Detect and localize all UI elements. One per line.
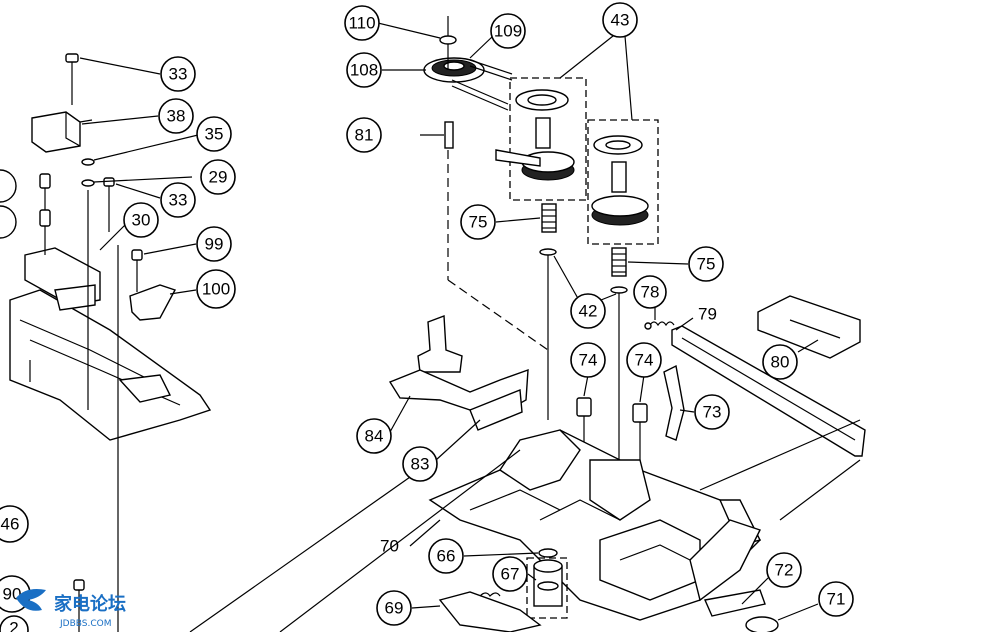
svg-text:30: 30 bbox=[132, 211, 151, 230]
svg-text:73: 73 bbox=[703, 403, 722, 422]
svg-text:84: 84 bbox=[365, 427, 384, 446]
callout-109: 109 bbox=[490, 13, 526, 49]
callout-66: 66 bbox=[428, 538, 464, 574]
svg-text:72: 72 bbox=[775, 561, 794, 580]
edge-callout-bottom bbox=[0, 205, 17, 239]
svg-text:75: 75 bbox=[469, 213, 488, 232]
svg-text:81: 81 bbox=[355, 126, 374, 145]
site-watermark: 家电论坛 JDBBS.COM bbox=[16, 589, 126, 629]
callout-83: 83 bbox=[402, 446, 438, 482]
callout-67: 67 bbox=[492, 556, 528, 592]
svg-text:110: 110 bbox=[348, 14, 375, 33]
label-79: 79 bbox=[698, 305, 717, 324]
callout-38: 38 bbox=[158, 98, 194, 134]
callout-33-top: 33 bbox=[160, 56, 196, 92]
callout-35: 35 bbox=[196, 116, 232, 152]
callout-69: 69 bbox=[376, 590, 412, 626]
callout-108: 108 bbox=[346, 52, 382, 88]
svg-text:71: 71 bbox=[827, 590, 846, 609]
callout-78: 78 bbox=[633, 275, 667, 309]
svg-text:35: 35 bbox=[205, 125, 224, 144]
callout-43: 43 bbox=[602, 2, 638, 38]
main-chassis bbox=[189, 315, 861, 632]
svg-text:83: 83 bbox=[411, 455, 430, 474]
svg-text:67: 67 bbox=[501, 565, 520, 584]
callout-74-right: 74 bbox=[626, 342, 662, 378]
svg-text:108: 108 bbox=[350, 61, 378, 80]
left-assembly bbox=[9, 53, 212, 632]
callout-42: 42 bbox=[570, 293, 606, 329]
callout-84: 84 bbox=[356, 418, 392, 454]
callout-80: 80 bbox=[762, 344, 798, 380]
callout-110: 110 bbox=[344, 5, 380, 41]
callout-29: 29 bbox=[200, 159, 236, 195]
watermark-brand: 家电论坛 bbox=[54, 593, 126, 615]
reel-assembly bbox=[377, 16, 689, 470]
callout-46: 46 bbox=[0, 505, 29, 543]
svg-text:78: 78 bbox=[641, 283, 660, 302]
svg-text:42: 42 bbox=[579, 302, 598, 321]
svg-text:74: 74 bbox=[579, 351, 598, 370]
svg-text:43: 43 bbox=[611, 11, 630, 30]
svg-text:33: 33 bbox=[169, 191, 188, 210]
svg-text:75: 75 bbox=[697, 255, 716, 274]
svg-text:38: 38 bbox=[167, 107, 186, 126]
svg-text:33: 33 bbox=[169, 65, 188, 84]
callout-75-right: 75 bbox=[688, 246, 724, 282]
callout-75-left: 75 bbox=[460, 204, 496, 240]
spring-75-right bbox=[611, 247, 627, 277]
callout-100: 100 bbox=[196, 269, 236, 309]
callout-2: 2 bbox=[0, 615, 29, 632]
svg-text:74: 74 bbox=[635, 351, 654, 370]
callout-99: 99 bbox=[196, 226, 232, 262]
watermark-logo-icon bbox=[16, 589, 46, 611]
spring-75-left bbox=[541, 203, 557, 233]
svg-text:80: 80 bbox=[771, 353, 790, 372]
svg-text:69: 69 bbox=[385, 599, 404, 618]
callout-71: 71 bbox=[818, 581, 854, 617]
svg-text:2: 2 bbox=[9, 619, 18, 632]
svg-text:29: 29 bbox=[209, 168, 228, 187]
svg-text:46: 46 bbox=[1, 515, 20, 534]
svg-text:66: 66 bbox=[437, 547, 456, 566]
callout-74-left: 74 bbox=[570, 342, 606, 378]
right-parts bbox=[576, 295, 866, 470]
callout-72: 72 bbox=[766, 552, 802, 588]
label-70: 70 bbox=[380, 537, 399, 556]
svg-text:99: 99 bbox=[205, 235, 224, 254]
callout-81: 81 bbox=[346, 117, 382, 153]
callout-33-mid: 33 bbox=[160, 182, 196, 218]
watermark-site: JDBBS.COM bbox=[59, 619, 111, 629]
callout-30: 30 bbox=[123, 202, 159, 238]
callout-73: 73 bbox=[694, 394, 730, 430]
svg-text:109: 109 bbox=[494, 22, 522, 41]
edge-callout-top bbox=[0, 169, 17, 203]
svg-text:100: 100 bbox=[202, 280, 230, 299]
